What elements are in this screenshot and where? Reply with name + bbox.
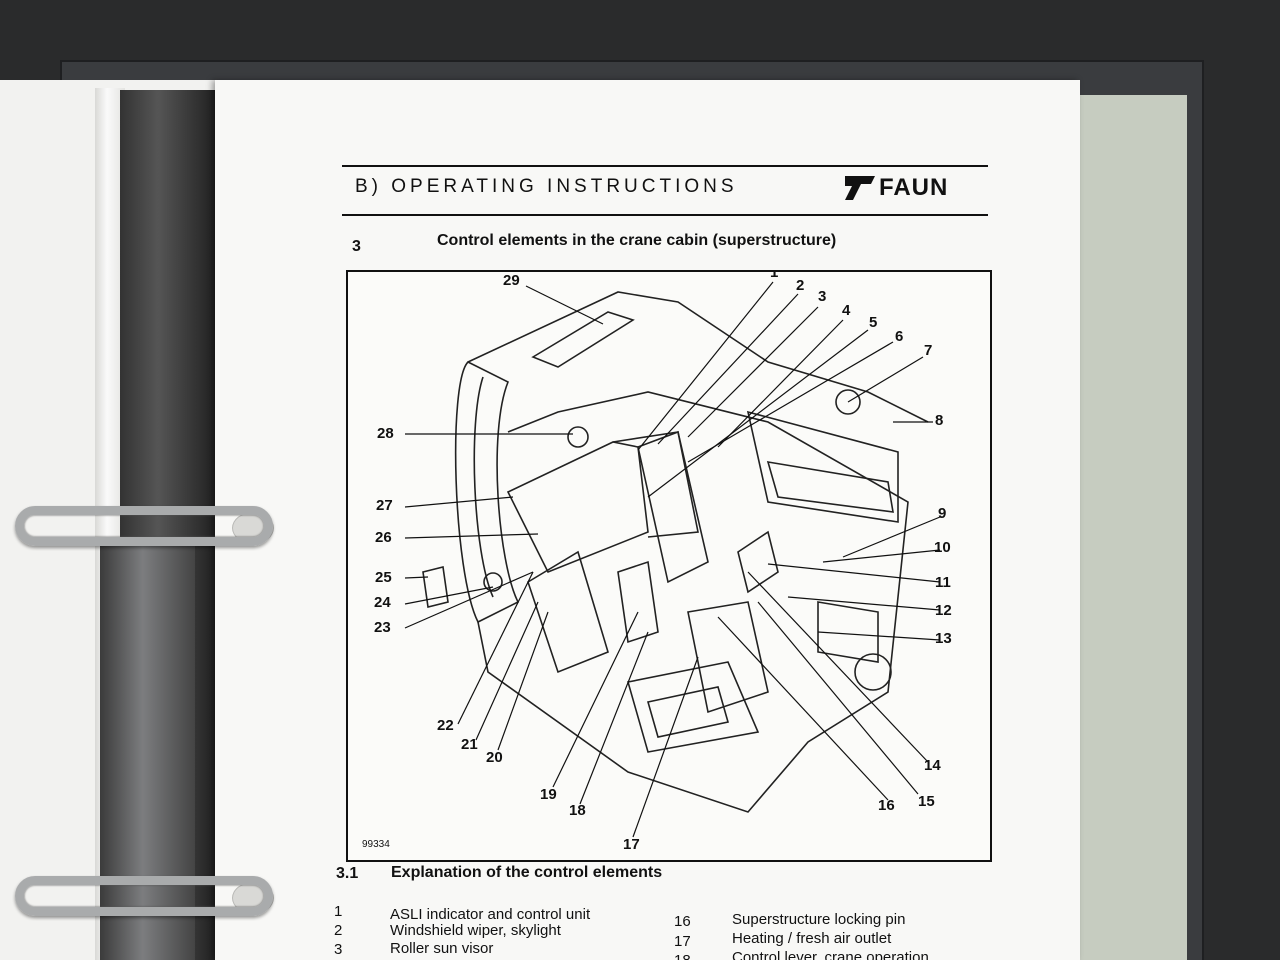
faun-logo: FAUN: [843, 172, 989, 204]
binder-ring-top: [15, 506, 273, 546]
callout-9: 9: [938, 505, 947, 522]
callout-24: 24: [374, 594, 391, 611]
list-item-num: 18: [674, 952, 691, 960]
callout-8: 8: [935, 412, 944, 429]
binder-ring-bottom: [15, 876, 273, 916]
list-item-label: Roller sun visor: [390, 940, 494, 957]
faun-logo-text: FAUN: [879, 174, 949, 201]
faun-logo-icon: [845, 176, 875, 200]
callout-29: 29: [503, 272, 520, 289]
callout-21: 21: [461, 736, 478, 753]
list-item-label: Windshield wiper, skylight: [390, 922, 561, 939]
cabin-diagram: 1 2 3 4 5 6 7 8 9 10 11 12 13 14 15 16 1…: [346, 270, 992, 862]
callout-5: 5: [869, 314, 878, 331]
list-item-label: Superstructure locking pin: [732, 911, 906, 928]
callout-25: 25: [375, 569, 392, 586]
callout-23: 23: [374, 619, 391, 636]
callout-4: 4: [842, 302, 851, 319]
list-item-num: 1: [334, 903, 343, 920]
list-item-label: Control lever, crane operation: [732, 949, 929, 960]
list-item-num: 17: [674, 933, 691, 950]
subsection-number: 3.1: [336, 865, 359, 882]
list-item-num: 2: [334, 922, 343, 939]
callout-18: 18: [569, 802, 586, 819]
callout-6: 6: [895, 328, 904, 345]
callout-17: 17: [623, 836, 640, 853]
callout-3: 3: [818, 288, 827, 305]
section-number: 3: [352, 238, 361, 255]
drawing-id: 99334: [362, 839, 390, 850]
callout-20: 20: [486, 749, 503, 766]
callout-11: 11: [935, 574, 951, 591]
page-header-title: B) OPERATING INSTRUCTIONS: [355, 176, 738, 197]
callout-28: 28: [377, 425, 394, 442]
callout-13: 13: [935, 630, 952, 647]
header-rule-top: [342, 165, 988, 167]
callout-2: 2: [796, 277, 805, 294]
cabin-line-drawing: [404, 281, 941, 838]
callout-26: 26: [375, 529, 392, 546]
list-item-label: ASLI indicator and control unit: [390, 906, 591, 923]
callout-7: 7: [924, 342, 933, 359]
callout-15: 15: [918, 793, 935, 810]
section-title: Control elements in the crane cabin (sup…: [437, 232, 837, 249]
callout-16: 16: [878, 797, 895, 814]
header-rule-bottom: [342, 214, 988, 216]
subsection-title: Explanation of the control elements: [391, 864, 663, 881]
callout-12: 12: [935, 602, 952, 619]
callout-22: 22: [437, 717, 454, 734]
list-item-label: Heating / fresh air outlet: [732, 930, 892, 947]
callout-1: 1: [770, 270, 779, 281]
list-item-num: 3: [334, 941, 343, 958]
binder-insert-sheet: [1065, 95, 1187, 960]
callout-10: 10: [934, 539, 951, 556]
ring-mechanism: [100, 540, 195, 960]
callout-19: 19: [540, 786, 557, 803]
callout-27: 27: [376, 497, 393, 514]
list-item-num: 16: [674, 913, 691, 930]
callout-14: 14: [924, 757, 941, 774]
